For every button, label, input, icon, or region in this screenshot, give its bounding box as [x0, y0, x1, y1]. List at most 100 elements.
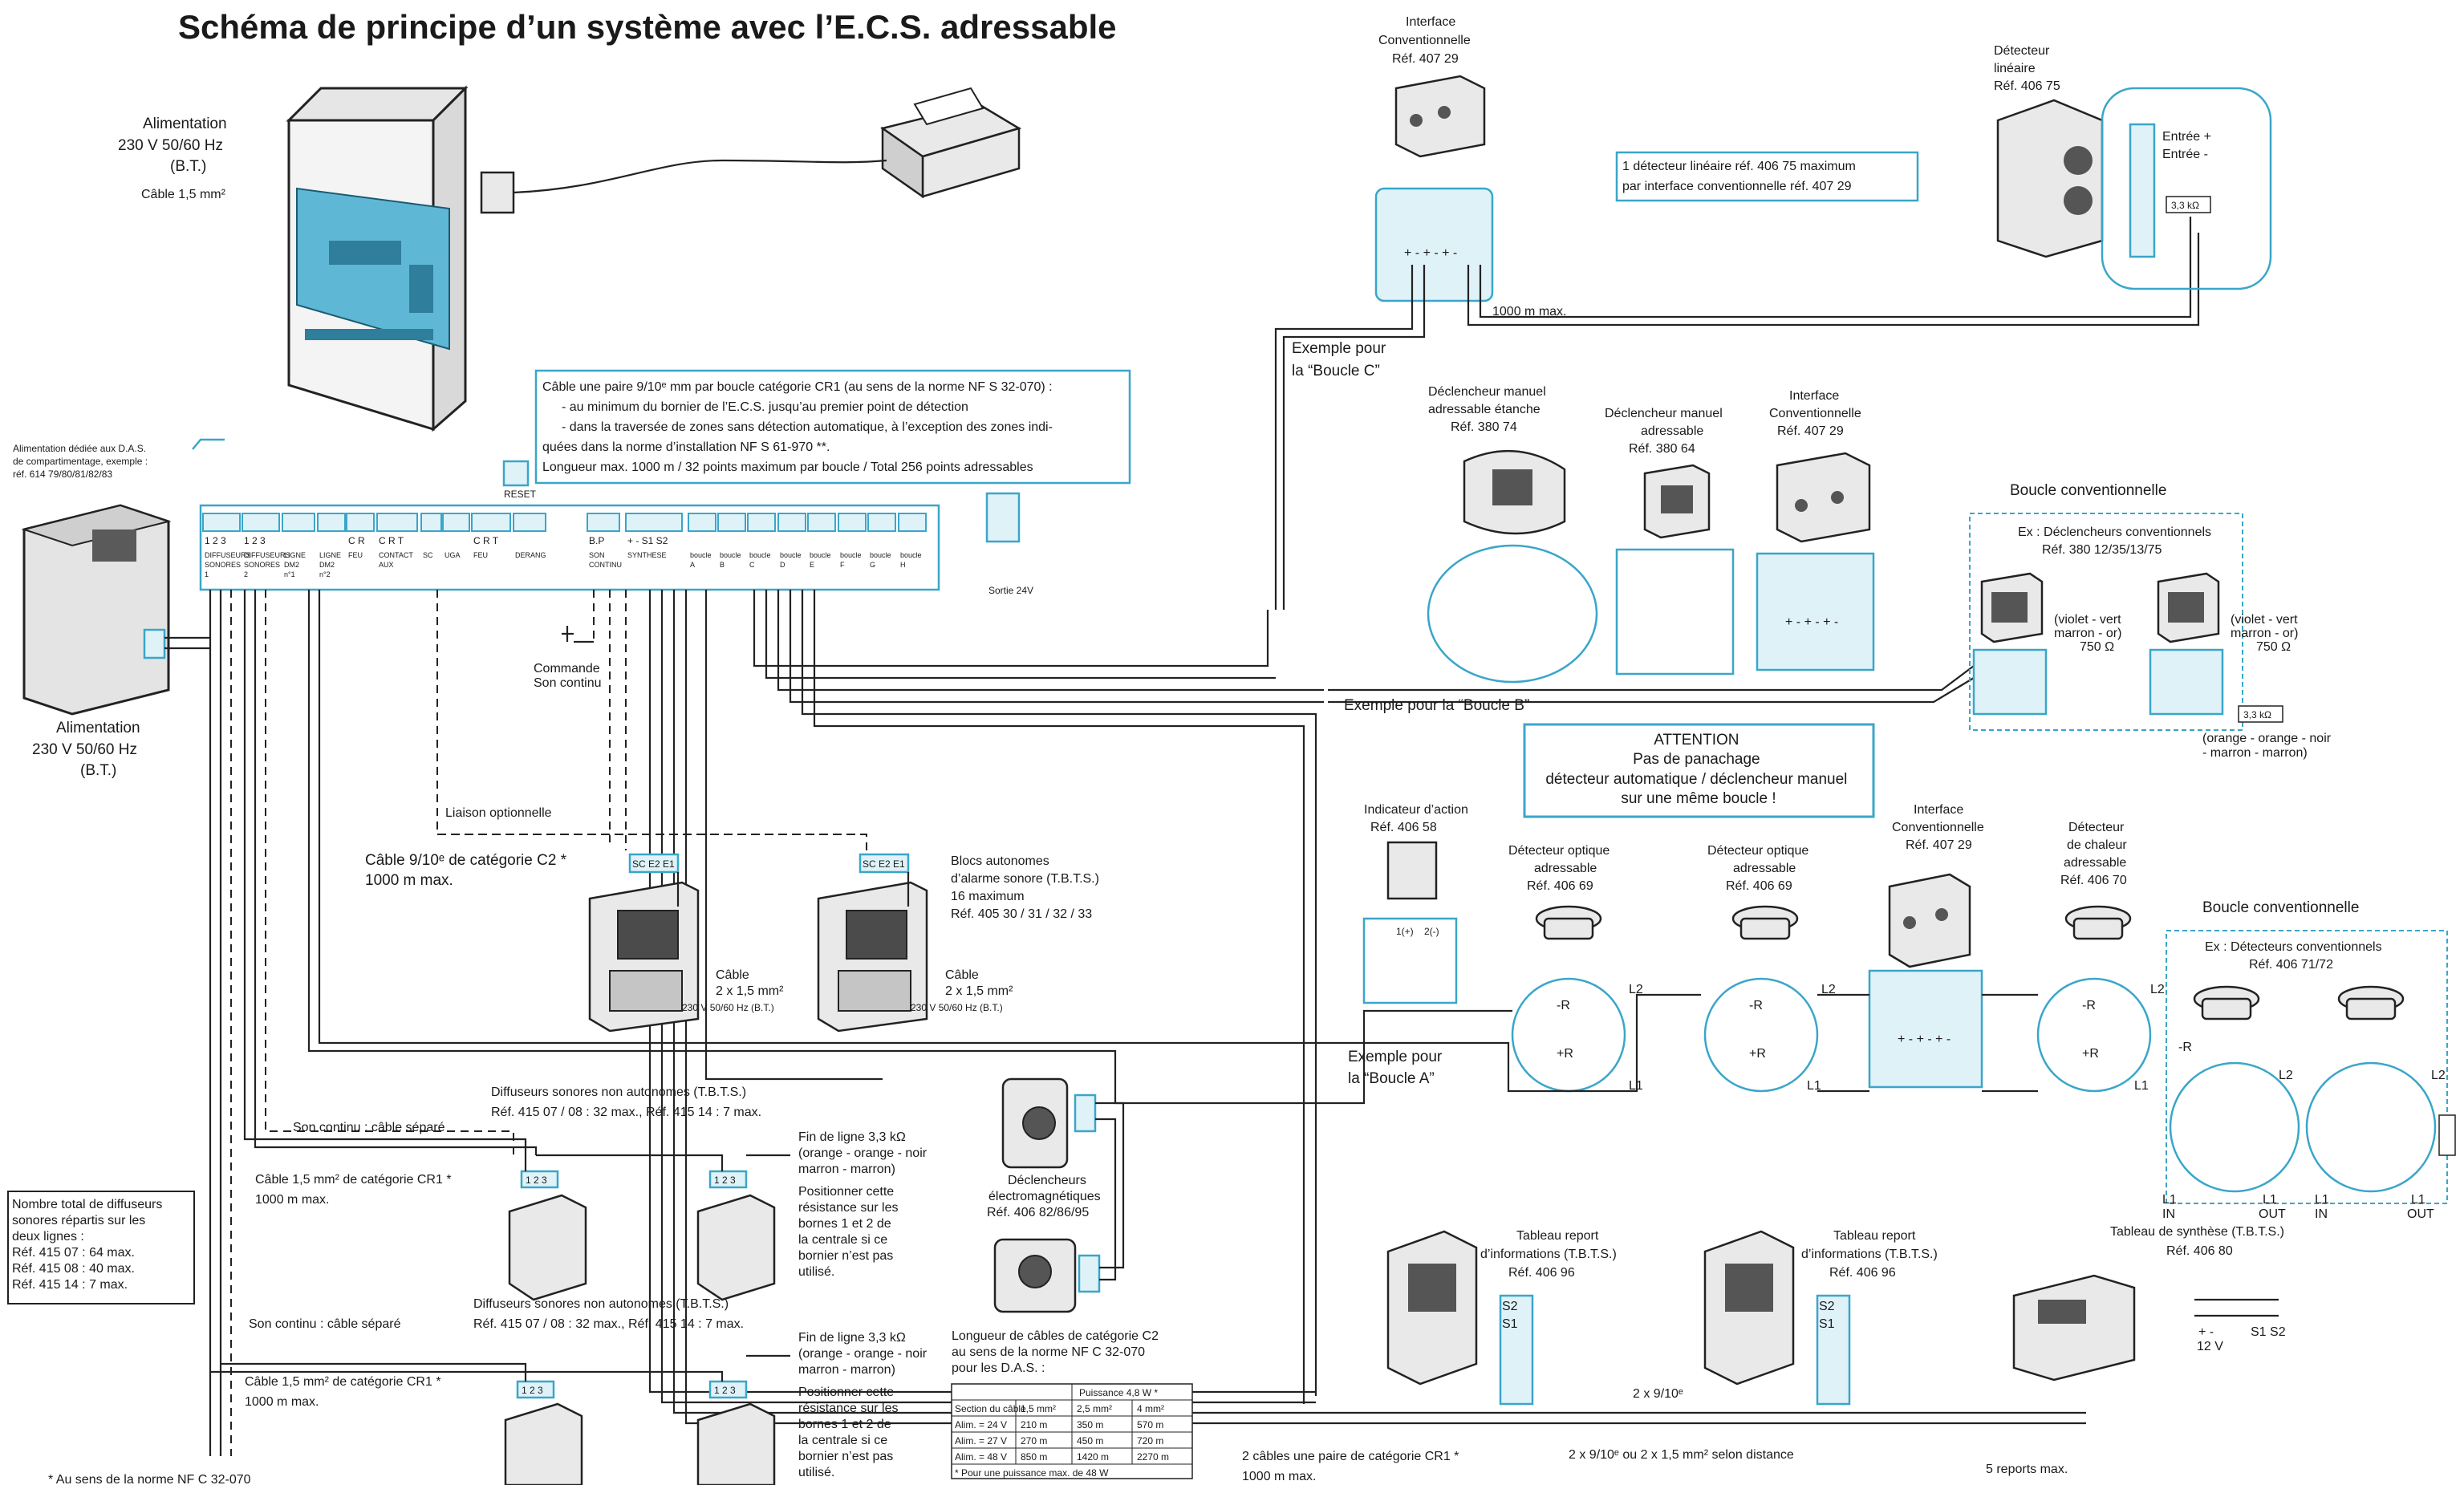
lineaire-base [2101, 87, 2272, 290]
opt2-base [1703, 977, 1819, 1093]
em-wiring [1095, 1102, 1125, 1281]
lineaire-resistor-label: 3,3 kΩ [2171, 200, 2199, 211]
conv2-endres-label: 3,3 kΩ [2462, 1115, 2464, 1143]
diffuseurs-total-text: Nombre total de diffuseurs sonores répar… [12, 1198, 166, 1292]
bloc2-cable-label: Câble 2 x 1,5 mm² 230 V 50/60 Hz (B.T.) [911, 968, 1017, 1013]
diffuseurs-total-box [7, 1191, 195, 1304]
conv1-endres-label: 3,3 kΩ [2243, 709, 2271, 720]
terminal-label-13-1: B [720, 561, 725, 569]
terminal-label-5-1: AUX [379, 561, 394, 569]
decl-manuel-device [1643, 464, 1711, 539]
svg-text:OUT: OUT [2259, 1207, 2286, 1221]
terminal-label-6-0: SC [423, 551, 433, 559]
das-power-note: Alimentation dédiée aux D.A.S. de compar… [13, 443, 150, 480]
svg-text:L1: L1 [2411, 1193, 2425, 1207]
conv-base-2 [2305, 1061, 2437, 1193]
boucle-c-wire [1274, 265, 1426, 610]
lineaire-detector [1996, 99, 2104, 258]
printer-icon [880, 87, 1022, 199]
conv1-endres [2238, 705, 2283, 723]
declencheurs-em-label: Déclencheurs électromagnétiques Réf. 406… [987, 1174, 1104, 1219]
terminal-label-15-0: boucle [780, 551, 802, 559]
violet-note-1: (violet - vert marron - or) 750 Ω [2054, 613, 2125, 654]
svg-text:L1: L1 [2134, 1079, 2149, 1093]
reports5-label: 5 reports max. [1986, 1463, 2068, 1476]
terminal-label-14-0: boucle [749, 551, 771, 559]
fin-ligne-resistors [746, 1154, 790, 1357]
terminal-label-2-0: LIGNE [284, 551, 306, 559]
svg-text:350 m: 350 m [1077, 1419, 1103, 1430]
svg-text:1 2 3: 1 2 3 [526, 1175, 547, 1186]
terminal-pins-8: C R T [473, 535, 499, 546]
boucle-conv1-title: Boucle conventionnelle [2010, 482, 2166, 499]
lineaire-terminal [2129, 123, 2156, 258]
boucle-conv1-ex: Ex : Déclencheurs conventionnels Réf. 38… [2018, 525, 2214, 557]
terminal-label-19-1: H [900, 561, 906, 569]
svg-text:L1: L1 [2315, 1193, 2329, 1207]
chaleur-base [2036, 977, 2152, 1093]
terminal-label-0-0: DIFFUSEURS [205, 551, 251, 559]
ecs-cabinet [286, 85, 469, 432]
iface-b-label: Interface Conventionnelle Réf. 407 29 [1769, 389, 1865, 438]
synthese-pm: + - [2198, 1325, 2214, 1339]
reset-label: RESET [504, 489, 537, 500]
terminal-label-10-0: SON [589, 551, 605, 559]
cables2-label: 2 câbles une paire de catégorie CR1 * 10… [1242, 1450, 1463, 1483]
terminal-label-16-1: E [810, 561, 814, 569]
iface-top-base [1374, 187, 1494, 302]
terminal-label-10-1: CONTINU [589, 561, 622, 569]
svg-text:SC E2 E1: SC E2 E1 [863, 858, 905, 870]
violet-note-2: (violet - vert marron - or) 750 Ω [2231, 613, 2302, 654]
svg-text:-R: -R [2082, 999, 2096, 1012]
boucle-a-label: Exemple pour la “Boucle A” [1348, 1049, 1447, 1087]
terminal-label-18-0: boucle [870, 551, 891, 559]
terminal-label-9-0: DERANG [515, 551, 546, 559]
terminal-label-17-1: F [840, 561, 845, 569]
commande-label: Commande Son continu [534, 662, 603, 690]
terminal-label-15-1: D [780, 561, 785, 569]
indicateur-base [1362, 917, 1458, 1004]
diffuseurs-mid-label: Diffuseurs sonores non autonomes (T.B.T.… [473, 1297, 744, 1331]
detector-terms: -R +R L2 L1 -R +R L2 L1 -R +R L2 L1 [1557, 983, 2165, 1093]
terminal-label-3-2: n°2 [319, 570, 331, 578]
boucle-conv2-title: Boucle conventionnelle [2202, 899, 2359, 916]
lineaire-resistor [2166, 196, 2211, 213]
svg-text:850 m: 850 m [1021, 1451, 1047, 1463]
lineaire-note: 1 détecteur linéaire réf. 406 75 maximum… [1622, 160, 1859, 193]
decl-etanche-label: Déclencheur manuel adressable étanche Ré… [1428, 385, 1549, 434]
power-link [192, 438, 225, 450]
svg-text:Alim. = 48 V: Alim. = 48 V [955, 1451, 1007, 1463]
printer-cable [513, 159, 887, 194]
terminal-label-5-0: CONTACT [379, 551, 413, 559]
terminal-label-2-2: n°1 [284, 570, 295, 578]
svg-text:Alim. = 24 V: Alim. = 24 V [955, 1419, 1007, 1430]
svg-text:-R: -R [1557, 999, 1570, 1012]
svg-text:720 m: 720 m [1137, 1435, 1163, 1446]
terminal-label-0-1: SONORES [205, 561, 241, 569]
terminal-label-13-0: boucle [720, 551, 741, 559]
svg-text:Puissance 4,8 W *: Puissance 4,8 W * [1079, 1387, 1158, 1398]
terminal-label-1-2: 2 [244, 570, 248, 578]
bloc1-cable-label: Câble 2 x 1,5 mm² 230 V 50/60 Hz (B.T.) [682, 968, 787, 1013]
opt1-detector [1535, 905, 1602, 940]
das-power-unit [21, 504, 172, 716]
report1-label: Tableau report d’informations (T.B.T.S.)… [1480, 1229, 1620, 1280]
svg-text:210 m: 210 m [1021, 1419, 1047, 1430]
fin-ligne-2: Fin de ligne 3,3 kΩ (orange - orange - n… [798, 1331, 931, 1377]
main-wiring [209, 590, 2086, 1456]
cable-note-text: Câble une paire 9/10ᵉ mm par boucle caté… [542, 380, 1056, 474]
svg-text:4 mm²: 4 mm² [1137, 1403, 1164, 1414]
cable-note-box [534, 369, 1131, 485]
terminal-label-18-1: G [870, 561, 875, 569]
svg-text:1 2 3: 1 2 3 [714, 1385, 736, 1396]
terminal-group-7: UGA [442, 513, 470, 559]
declencheur-em-2 [993, 1238, 1101, 1313]
